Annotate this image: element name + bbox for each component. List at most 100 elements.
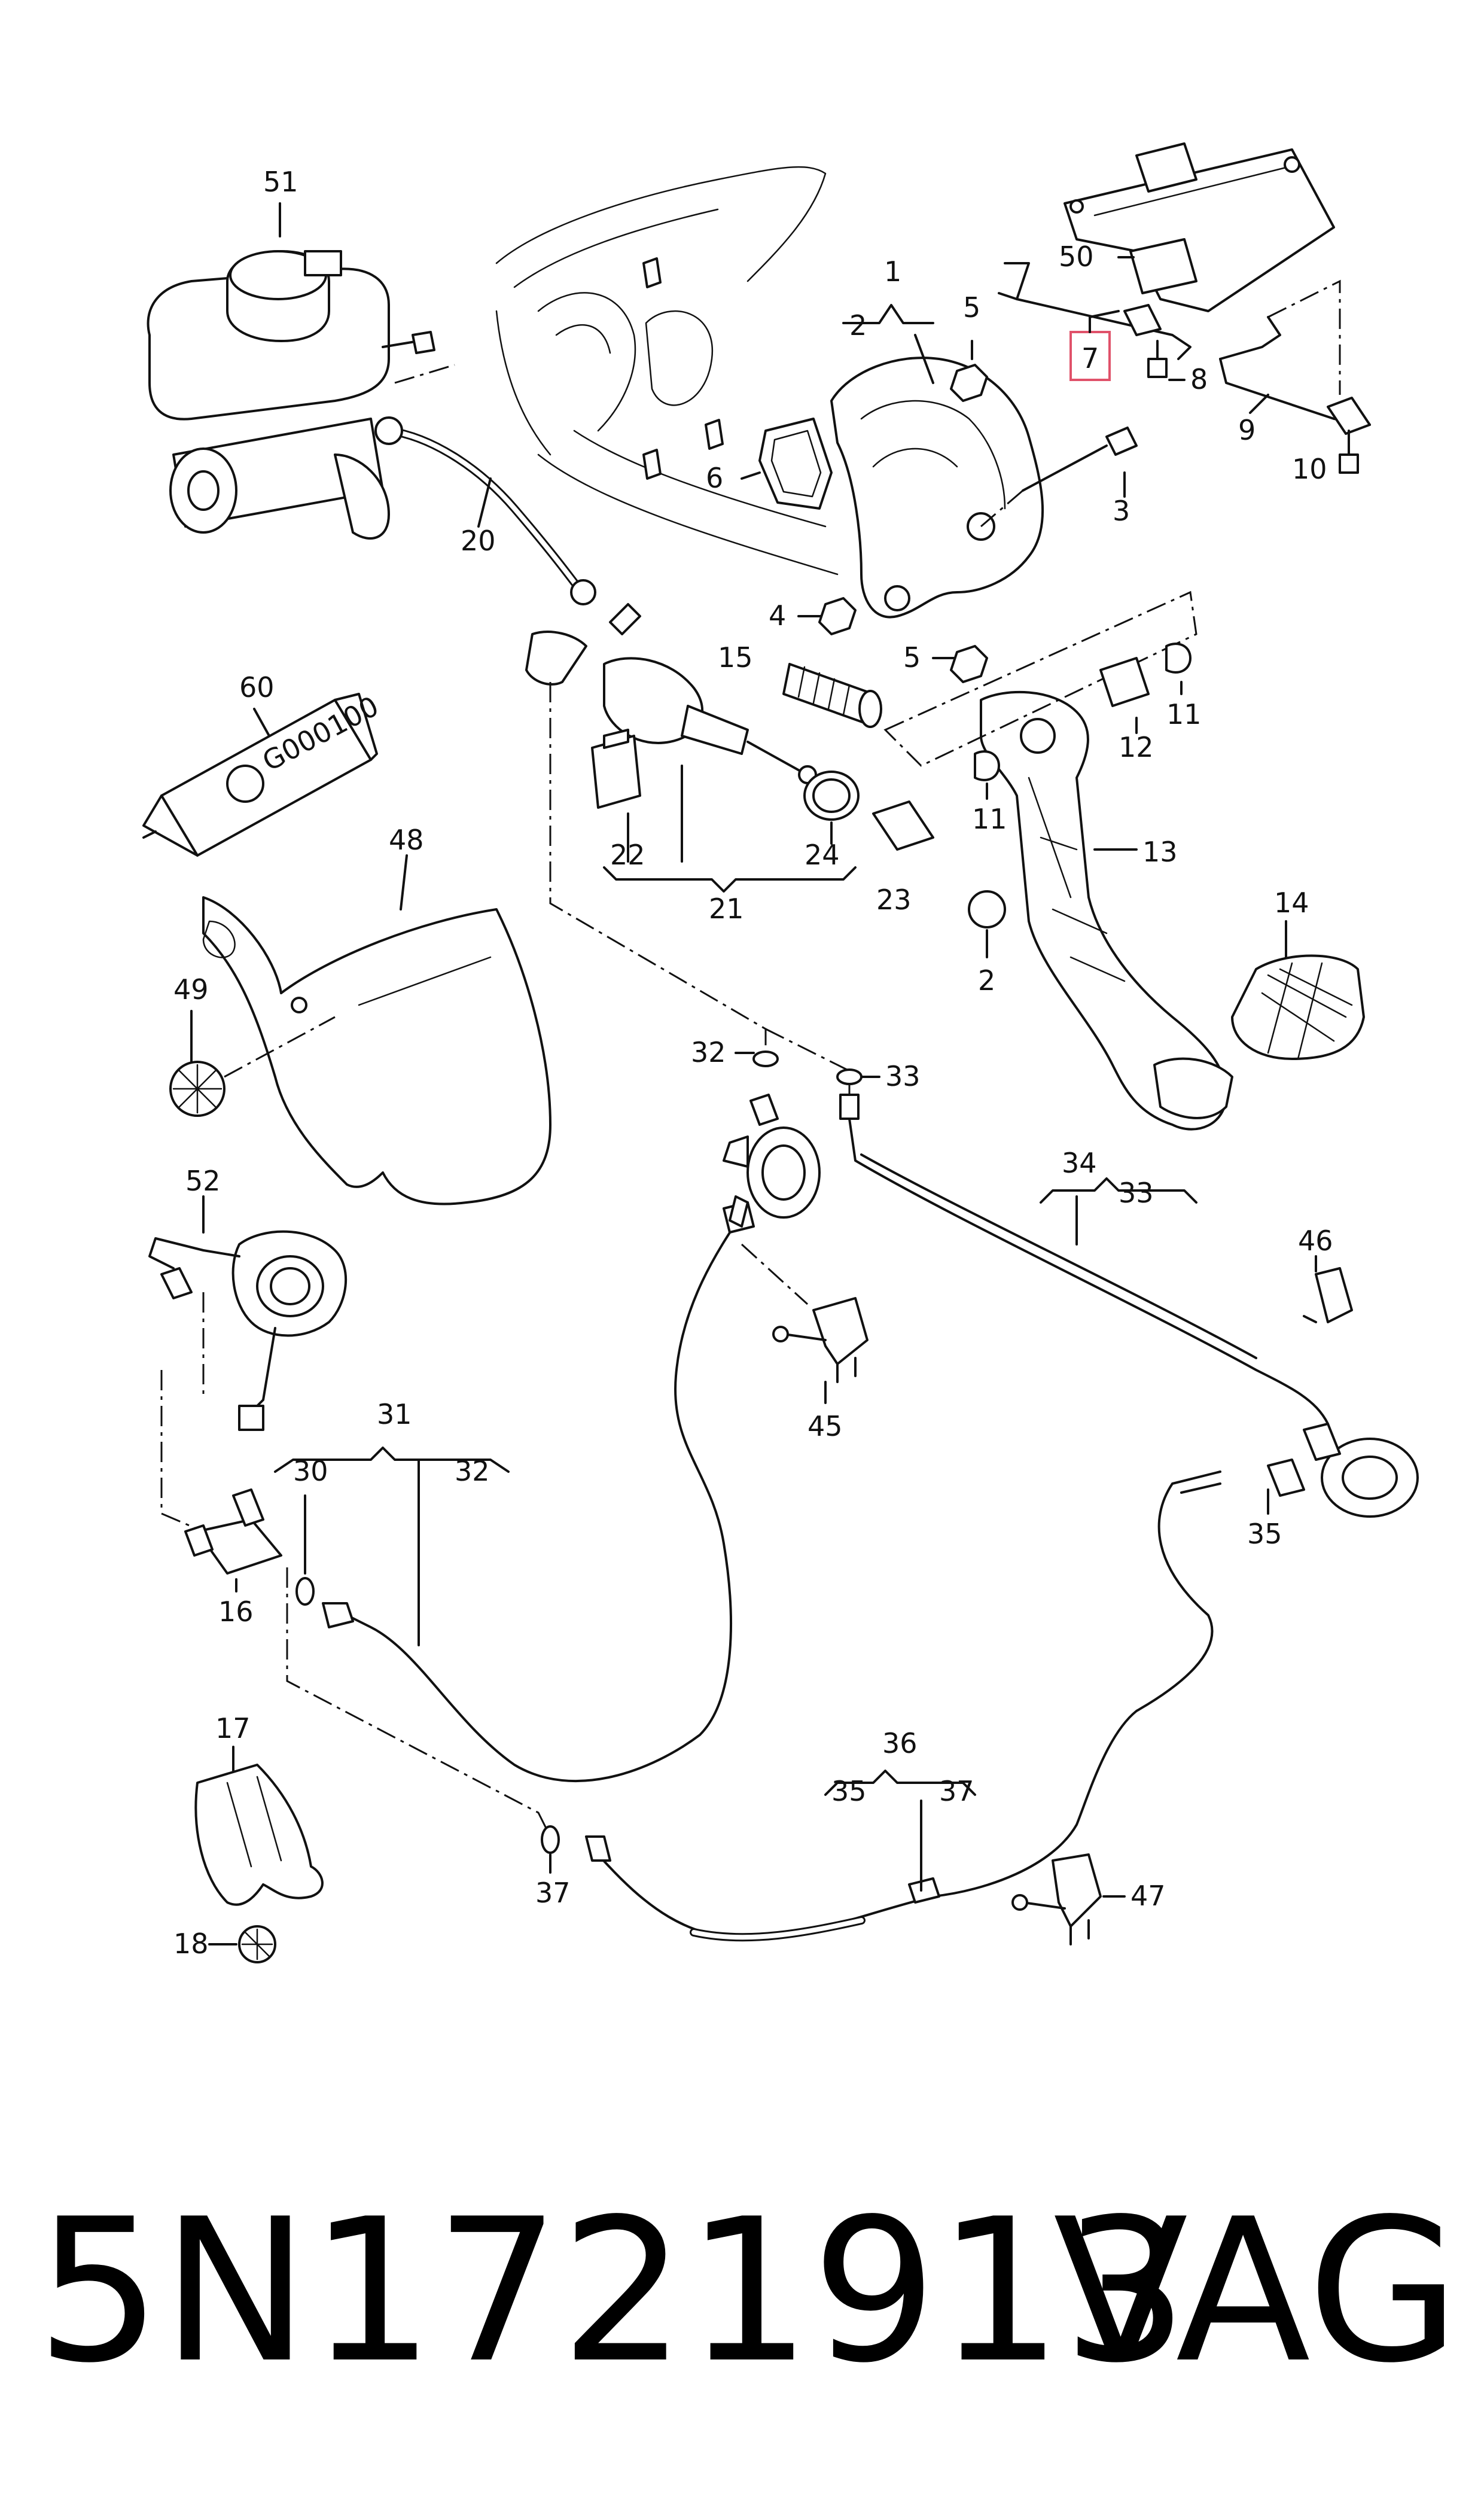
callout-35-bracket: 35 xyxy=(831,1775,867,1807)
callout-18: 18 xyxy=(173,1928,209,1960)
grease-tube: G000100 xyxy=(142,690,384,857)
callout-60: 60 xyxy=(239,671,275,704)
leader-48 xyxy=(400,854,408,911)
callout-21: 21 xyxy=(709,893,744,925)
screw xyxy=(1147,340,1168,378)
hex-nut-left xyxy=(818,597,857,635)
pipe-bracket-45 xyxy=(772,1297,869,1383)
pressure-pipe-36 xyxy=(585,1470,1221,1942)
support-brace xyxy=(1219,316,1371,435)
callout-30: 30 xyxy=(293,1455,328,1487)
callout-14: 14 xyxy=(1274,887,1309,919)
leader-60 xyxy=(253,708,270,737)
leader-2a xyxy=(914,334,934,384)
dust-boot xyxy=(782,663,882,728)
leader-6 xyxy=(741,471,761,480)
pedal-bracket-assembly xyxy=(830,357,1044,619)
axis-pedal xyxy=(883,590,1197,767)
clip-18 xyxy=(238,1925,276,1963)
clutch-position-sensor xyxy=(591,729,641,809)
callout-1: 1 xyxy=(884,255,901,288)
callout-3: 3 xyxy=(1113,495,1130,527)
hex-nut-bottom xyxy=(950,645,988,683)
callout-6: 6 xyxy=(706,462,723,494)
callout-35-right: 35 xyxy=(1247,1518,1282,1550)
part-number: 5N1721913 xyxy=(36,2176,1189,2406)
guide-left xyxy=(549,682,767,1059)
bolt xyxy=(1022,427,1138,492)
callout-51: 51 xyxy=(263,166,298,198)
callout-17: 17 xyxy=(215,1712,251,1744)
pressure-pipe xyxy=(322,1201,755,1783)
callout-45: 45 xyxy=(807,1410,843,1442)
clutch-master-cylinder xyxy=(525,603,817,784)
hex-nut-top xyxy=(950,364,988,402)
mounting-bracket xyxy=(1064,142,1335,312)
leader-51 xyxy=(394,364,455,384)
callout-33-top: 33 xyxy=(885,1060,921,1092)
callout-12: 12 xyxy=(1119,731,1154,763)
pedal-pad xyxy=(1231,954,1365,1060)
leader-21-parts xyxy=(627,765,683,863)
leader-7 xyxy=(1089,310,1120,333)
callout-20: 20 xyxy=(461,525,496,557)
brake-master-cylinder-reservoir xyxy=(147,250,435,540)
damper-lower xyxy=(1267,1423,1419,1518)
firewall-outline xyxy=(495,166,839,576)
callout-37-bottom: 37 xyxy=(535,1877,571,1909)
seal-37 xyxy=(541,1825,560,1854)
bracket-36 xyxy=(824,1770,976,1796)
cap-top xyxy=(1165,643,1192,674)
callout-46: 46 xyxy=(1298,1225,1333,1257)
callout-22: 22 xyxy=(610,839,645,871)
screw-10 xyxy=(1339,430,1359,474)
leader-9 xyxy=(1249,394,1269,414)
seal-33 xyxy=(836,1068,863,1085)
callout-37-bracket: 37 xyxy=(939,1775,974,1807)
bracket-34 xyxy=(1040,1177,1197,1204)
callout-9: 9 xyxy=(1238,414,1256,446)
seal-32 xyxy=(752,1051,779,1067)
push-clip xyxy=(169,1061,226,1117)
callout-32-bracket: 32 xyxy=(455,1455,490,1487)
callout-8: 8 xyxy=(1190,363,1208,395)
callout-48: 48 xyxy=(389,824,424,856)
callout-24: 24 xyxy=(805,839,840,871)
pressure-pipe-34 xyxy=(839,1094,1329,1425)
callout-49: 49 xyxy=(173,973,209,1006)
guide-52 xyxy=(160,1292,205,1533)
callout-52: 52 xyxy=(185,1165,221,1197)
pipe-bracket-47 xyxy=(1011,1853,1102,1945)
callout-2-top: 2 xyxy=(849,309,867,342)
axis-45 xyxy=(741,1243,809,1305)
pipe-clip-46 xyxy=(1303,1267,1353,1323)
leader-20 xyxy=(477,477,492,528)
callout-36: 36 xyxy=(882,1727,918,1759)
callout-11-top: 11 xyxy=(1166,698,1202,730)
callout-5-top: 5 xyxy=(963,291,980,324)
callout-23: 23 xyxy=(876,884,912,916)
callout-4: 4 xyxy=(769,599,786,632)
supply-hose xyxy=(374,416,596,605)
bracket-31 xyxy=(274,1447,510,1473)
axis-bolt xyxy=(980,489,1023,528)
t-connector xyxy=(184,1488,282,1575)
damper-upper xyxy=(723,1094,821,1228)
callout-7: 7 xyxy=(1081,342,1099,374)
gasket xyxy=(758,418,833,510)
bracket-1 xyxy=(842,304,934,324)
callout-5-bottom: 5 xyxy=(903,641,921,674)
seal-30 xyxy=(295,1577,315,1606)
rubber-plug xyxy=(968,890,1006,928)
slave-cylinder xyxy=(148,1230,348,1431)
heat-shield xyxy=(194,1764,324,1906)
callout-50: 50 xyxy=(1059,240,1094,273)
bracket-21 xyxy=(603,866,857,893)
clutch-pedal xyxy=(980,690,1233,1131)
callout-13: 13 xyxy=(1142,836,1178,868)
callout-16: 16 xyxy=(218,1596,254,1628)
protective-cover xyxy=(202,896,551,1205)
axis-9 xyxy=(1267,279,1341,395)
guide-bottom xyxy=(286,1567,551,1837)
